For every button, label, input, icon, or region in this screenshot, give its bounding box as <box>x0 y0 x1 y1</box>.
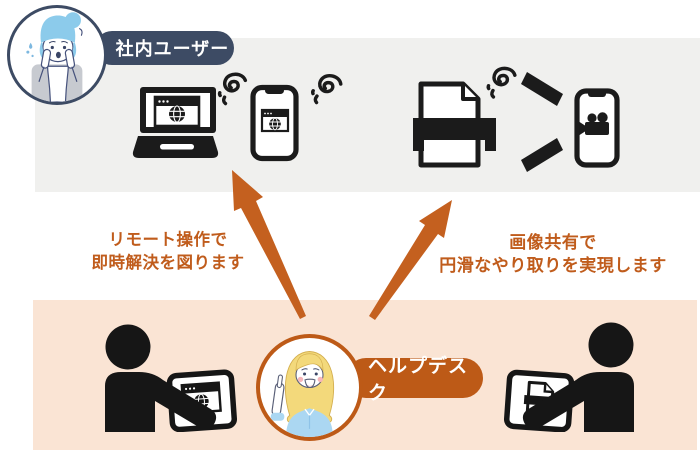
smartphone-video-icon <box>574 88 620 168</box>
helpdesk-agent-right <box>503 322 634 432</box>
image-sharing-note: 画像共有で 円滑なやり取りを実現します <box>424 231 682 277</box>
smartphone-browser-icon <box>250 84 299 162</box>
helpdesk-operator-avatar <box>256 334 363 441</box>
helpdesk-operator-illustration <box>270 351 335 437</box>
laptop-browser-icon <box>132 87 219 158</box>
confusion-squiggle-icon <box>486 66 517 99</box>
helpdesk-label-text: ヘルプデスク <box>368 356 469 404</box>
printer-icon <box>413 81 496 168</box>
remote-operation-note-line2: 即時解決を図ります <box>91 254 245 272</box>
confusion-squiggle-icon <box>217 72 248 106</box>
remote-operation-note-line1: リモート操作で <box>108 231 228 249</box>
internal-users-label: 社内ユーザー <box>95 31 234 65</box>
internal-users-label-text: 社内ユーザー <box>115 39 230 59</box>
confusion-squiggle-icon <box>310 73 343 105</box>
remote-operation-note: リモート操作で 即時解決を図ります <box>70 229 266 275</box>
helpdesk-label: ヘルプデスク <box>346 356 483 404</box>
worried-user-illustration <box>26 12 83 102</box>
camera-view-lines-icon <box>521 72 563 172</box>
worried-user-avatar <box>7 5 107 105</box>
image-sharing-note-line2: 円滑なやり取りを実現します <box>439 256 667 275</box>
helpdesk-agent-left <box>105 324 238 432</box>
image-sharing-note-line1: 画像共有で <box>509 233 597 252</box>
